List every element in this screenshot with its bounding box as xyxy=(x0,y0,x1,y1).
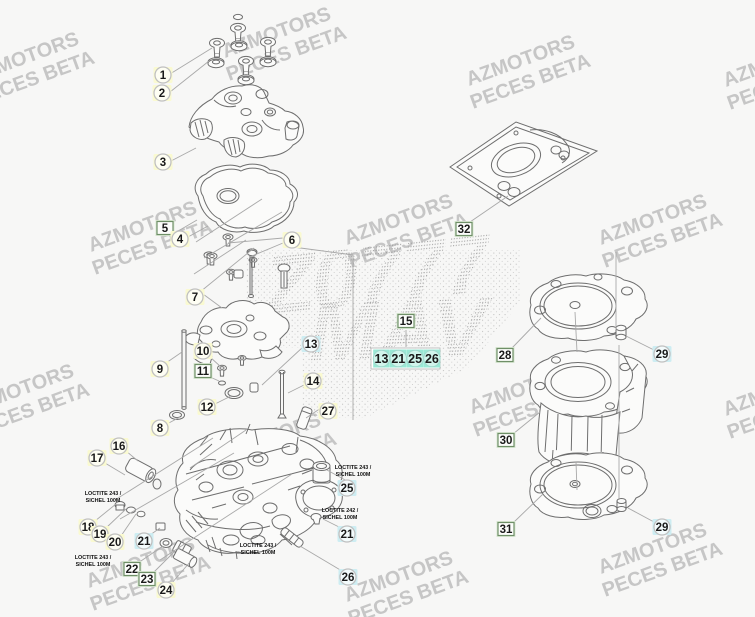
svg-text:29: 29 xyxy=(656,522,669,534)
svg-text:1: 1 xyxy=(160,70,167,82)
svg-text:24: 24 xyxy=(160,585,173,597)
svg-text:4: 4 xyxy=(177,234,184,246)
svg-text:10: 10 xyxy=(197,346,210,358)
svg-text:27: 27 xyxy=(322,406,335,418)
svg-text:9: 9 xyxy=(157,364,163,376)
svg-text:13: 13 xyxy=(375,352,389,366)
svg-text:23: 23 xyxy=(141,574,154,586)
svg-text:LOCTITE 243 /: LOCTITE 243 / xyxy=(240,543,277,549)
svg-text:22: 22 xyxy=(126,564,139,576)
svg-text:5: 5 xyxy=(162,223,169,235)
svg-text:3: 3 xyxy=(160,157,166,169)
svg-text:8: 8 xyxy=(157,423,164,435)
svg-text:16: 16 xyxy=(113,441,126,453)
svg-text:13: 13 xyxy=(305,339,318,351)
svg-text:SICHEL 100M: SICHEL 100M xyxy=(323,515,358,521)
svg-text:31: 31 xyxy=(500,524,513,536)
svg-text:21: 21 xyxy=(138,536,151,548)
svg-text:20: 20 xyxy=(109,537,122,549)
svg-text:14: 14 xyxy=(307,376,320,388)
svg-text:12: 12 xyxy=(201,402,214,414)
svg-text:LOCTITE 243 /: LOCTITE 243 / xyxy=(335,465,372,471)
svg-text:11: 11 xyxy=(197,366,210,378)
svg-text:25: 25 xyxy=(408,352,422,366)
svg-text:26: 26 xyxy=(342,572,355,584)
svg-text:SICHEL 100M: SICHEL 100M xyxy=(86,498,121,504)
svg-text:25: 25 xyxy=(341,483,354,495)
svg-text:2: 2 xyxy=(159,88,165,100)
svg-text:30: 30 xyxy=(500,435,513,447)
svg-text:SICHEL 100M: SICHEL 100M xyxy=(336,472,371,478)
svg-text:SICHEL 100M: SICHEL 100M xyxy=(241,550,276,556)
svg-text:29: 29 xyxy=(656,349,669,361)
svg-text:19: 19 xyxy=(94,529,107,541)
svg-text:6: 6 xyxy=(289,235,295,247)
svg-text:LOCTITE 242 /: LOCTITE 242 / xyxy=(322,508,359,514)
svg-text:21: 21 xyxy=(341,529,354,541)
svg-text:32: 32 xyxy=(458,224,471,236)
svg-text:17: 17 xyxy=(91,453,104,465)
svg-text:28: 28 xyxy=(499,350,512,362)
svg-text:15: 15 xyxy=(400,316,413,328)
svg-text:LOCTITE 243 /: LOCTITE 243 / xyxy=(85,491,122,497)
svg-text:21: 21 xyxy=(391,352,405,366)
svg-text:26: 26 xyxy=(425,352,439,366)
svg-text:7: 7 xyxy=(192,292,198,304)
svg-text:LOCTITE 243 /: LOCTITE 243 / xyxy=(75,555,112,561)
svg-text:SICHEL 100M: SICHEL 100M xyxy=(76,562,111,568)
